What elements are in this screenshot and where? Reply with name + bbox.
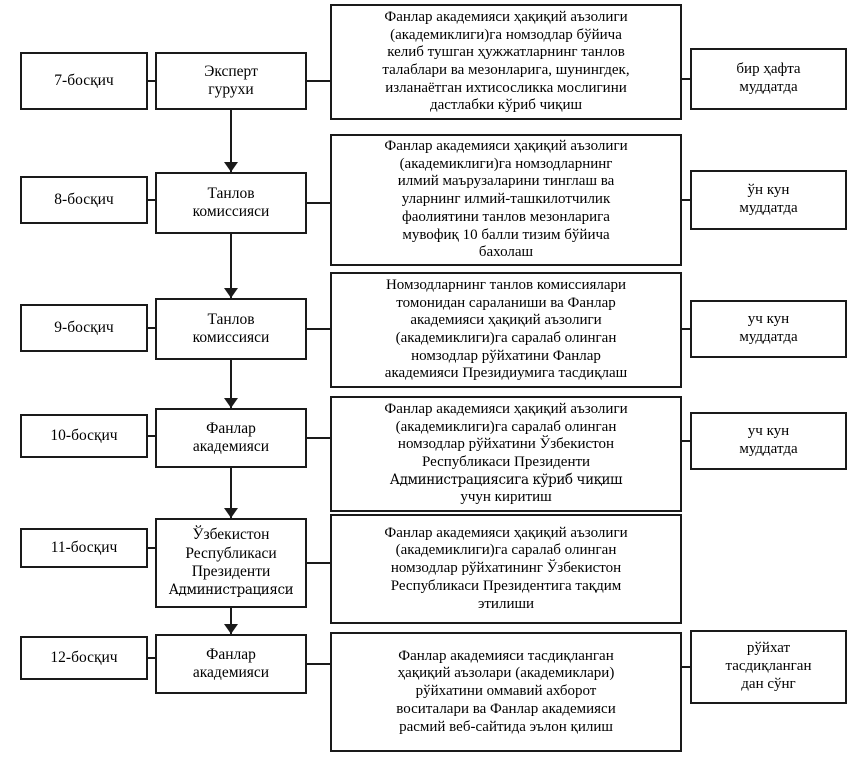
connector-line xyxy=(682,78,690,80)
stage-label-box-2: 8-босқич xyxy=(20,176,148,224)
connector-line xyxy=(682,440,690,442)
arrowhead-icon xyxy=(224,162,238,172)
connector-line xyxy=(307,202,330,204)
connector-line xyxy=(682,199,690,201)
stage-label: 8-босқич xyxy=(54,190,114,208)
description-text: Фанлар академияси ҳақиқий аъзолиги(акаде… xyxy=(384,138,628,261)
connector-line xyxy=(148,547,155,549)
description-box-4: Фанлар академияси ҳақиқий аъзолиги(акаде… xyxy=(330,396,682,512)
stage-label: 11-босқич xyxy=(50,538,118,556)
arrowhead-icon xyxy=(224,398,238,408)
stage-label-box-1: 7-босқич xyxy=(20,52,148,110)
description-box-2: Фанлар академияси ҳақиқий аъзолиги(акаде… xyxy=(330,134,682,266)
connector-arrow xyxy=(230,468,232,518)
connector-arrow xyxy=(230,110,232,172)
connector-line xyxy=(148,327,155,329)
connector-line xyxy=(148,80,155,82)
connector-line xyxy=(148,435,155,437)
arrowhead-icon xyxy=(224,508,238,518)
stage-label-box-6: 12-босқич xyxy=(20,636,148,680)
connector-arrow xyxy=(230,234,232,298)
description-text: Фанлар академияси ҳақиқий аъзолиги(акаде… xyxy=(382,8,630,114)
description-text: Фанлар академияси ҳақиқий аъзолиги(акаде… xyxy=(384,524,628,612)
description-box-1: Фанлар академияси ҳақиқий аъзолиги(акаде… xyxy=(330,4,682,120)
connector-line xyxy=(682,666,690,668)
administration-text: Администрациясига кўриб чиқиш xyxy=(389,471,623,488)
connector-arrow xyxy=(230,360,232,408)
connector-line xyxy=(307,80,330,82)
connector-line xyxy=(682,328,690,330)
connector-line xyxy=(307,663,330,665)
connector-line xyxy=(307,562,330,564)
stage-label-box-5: 11-босқич xyxy=(20,528,148,568)
connector-line xyxy=(148,657,155,659)
arrowhead-icon xyxy=(224,624,238,634)
arrowhead-icon xyxy=(224,288,238,298)
connector-line xyxy=(307,437,330,439)
connector-arrow xyxy=(230,608,232,634)
stage-label: 12-босқич xyxy=(50,648,118,666)
stage-label: 10-босқич xyxy=(50,426,118,444)
stage-label-box-4: 10-босқич xyxy=(20,414,148,458)
description-box-5: Фанлар академияси ҳақиқий аъзолиги(акаде… xyxy=(330,514,682,624)
stage-label: 9-босқич xyxy=(54,318,114,336)
connector-line xyxy=(148,199,155,201)
administration-text: Администрацияси xyxy=(168,582,294,599)
description-text: Фанлар академияси ҳақиқий аъзолиги(акаде… xyxy=(384,400,628,506)
stage-label-box-3: 9-босқич xyxy=(20,304,148,352)
connector-line xyxy=(307,328,330,330)
stage-label: 7-босқич xyxy=(54,71,114,89)
